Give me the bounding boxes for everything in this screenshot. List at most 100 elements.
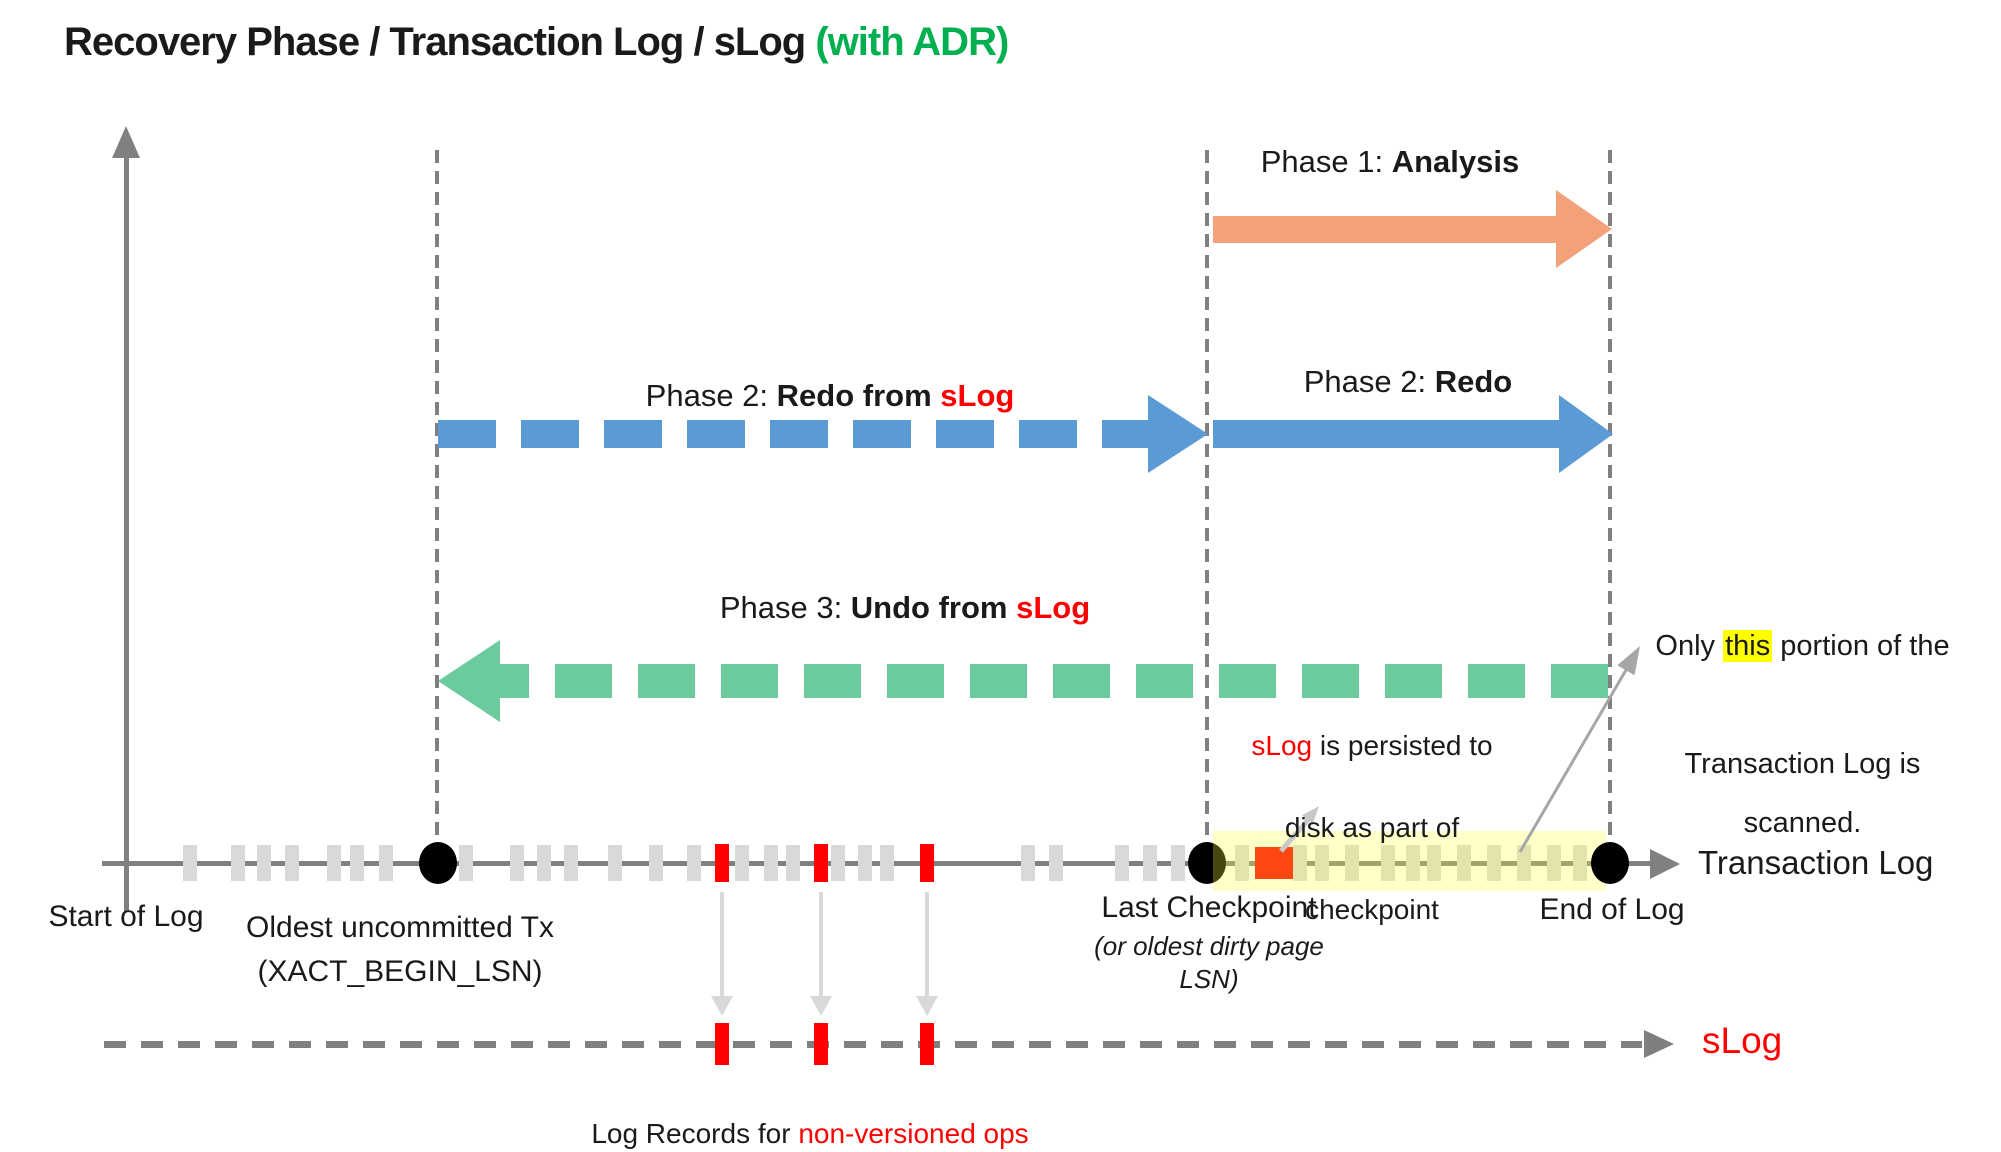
log-record-tick: [831, 845, 845, 881]
transaction-log-axis-line: [102, 861, 1650, 866]
lsn-dot: [1188, 842, 1226, 884]
copy-arrow-head-icon: [916, 996, 938, 1016]
log-record-tick: [350, 845, 364, 881]
log-record-tick: [379, 845, 393, 881]
log-record-tick: [1573, 845, 1587, 881]
nonversioned-op-tick: [715, 844, 729, 882]
phase3-label-red: sLog: [1016, 590, 1091, 625]
oldest-tx-line1: Oldest uncommitted Tx: [246, 911, 554, 944]
log-record-tick: [1115, 845, 1129, 881]
log-record-tick: [1381, 845, 1395, 881]
oldest-tx-line2: (XACT_BEGIN_LSN): [257, 955, 543, 988]
persisted-line1-rest: is persisted to: [1312, 730, 1493, 761]
page-title-main: Recovery Phase / Transaction Log / sLog: [64, 20, 816, 64]
phase2-label-prefix: Phase 2:: [1303, 364, 1435, 399]
y-axis-line: [124, 146, 129, 912]
nonversioned-op-tick: [920, 844, 934, 882]
phase2-label-bold: Redo: [1434, 364, 1513, 399]
log-record-tick: [1345, 845, 1359, 881]
log-record-tick: [880, 845, 894, 881]
phase3-arrow-head-icon: [438, 640, 500, 722]
scanned-note: Only this portion of the Transaction Log…: [1625, 558, 1980, 912]
log-record-tick: [1143, 845, 1157, 881]
phase1-label-bold: Analysis: [1391, 144, 1520, 179]
lsn-dot: [1591, 842, 1629, 884]
log-record-tick: [764, 845, 778, 881]
phase2-label: Phase 2: Redo: [1208, 364, 1608, 400]
scanned-post: portion of the: [1772, 630, 1950, 662]
log-record-tick: [510, 845, 524, 881]
copy-arrow-line: [925, 892, 929, 998]
scanned-pre: Only: [1655, 630, 1724, 662]
log-record-tick: [1021, 845, 1035, 881]
persisted-slog-word: sLog: [1251, 730, 1313, 761]
log-record-tick: [327, 845, 341, 881]
log-record-tick: [786, 845, 800, 881]
copied-line1: Log Records for non-versioned ops: [560, 1111, 1060, 1152]
copied-line1-red: non-versioned ops: [798, 1118, 1029, 1149]
log-record-tick: [1457, 845, 1471, 881]
phase2-slog-label-red: sLog: [940, 378, 1015, 413]
log-record-tick: [1315, 845, 1329, 881]
phase2-arrow-body: [1213, 420, 1559, 448]
log-record-tick: [231, 845, 245, 881]
copy-arrow-line: [720, 892, 724, 998]
scanned-line2: Transaction Log is scanned.: [1684, 748, 1921, 839]
persisted-line2: disk as part of: [1284, 812, 1460, 843]
end-of-log-dashed-line: [1608, 150, 1612, 845]
phase2-slog-label-bold: Redo from: [776, 378, 941, 413]
log-record-tick: [537, 845, 551, 881]
log-record-tick: [608, 845, 622, 881]
last-checkpoint-label: Last Checkpoint: [1101, 891, 1317, 924]
phase2-slog-label: Phase 2: Redo from sLog: [530, 378, 1130, 414]
log-record-tick: [649, 845, 663, 881]
end-of-log-label: End of Log: [1539, 893, 1685, 926]
phase1-arrow-head-icon: [1556, 190, 1612, 268]
slog-record-tick: [920, 1023, 934, 1065]
log-record-tick: [1406, 845, 1420, 881]
copy-arrow-head-icon: [711, 996, 733, 1016]
phase3-label: Phase 3: Undo from sLog: [605, 590, 1205, 626]
log-record-tick: [1547, 845, 1561, 881]
log-record-tick: [183, 845, 197, 881]
nonversioned-op-tick: [814, 844, 828, 882]
slog-dashed-line: [104, 1041, 1642, 1048]
lsn-dot: [419, 842, 457, 884]
transaction-log-arrowhead-icon: [1650, 849, 1680, 879]
copied-note: Log Records for non-versioned ops are co…: [560, 1066, 1060, 1152]
log-record-tick: [1049, 845, 1063, 881]
copy-arrow-head-icon: [810, 996, 832, 1016]
oldest-tx-label: Oldest uncommitted Tx (XACT_BEGIN_LSN): [230, 906, 570, 994]
phase2-slog-arrow-head-icon: [1148, 395, 1208, 473]
y-axis-arrowhead-icon: [112, 126, 140, 158]
persisted-line3: checkpoint: [1305, 894, 1439, 925]
log-record-tick: [1235, 845, 1249, 881]
phase1-arrow-body: [1213, 216, 1556, 243]
oldest-tx-dashed-line: [435, 150, 439, 845]
phase3-arrow-body: [500, 664, 1608, 698]
copy-arrow-line: [819, 892, 823, 998]
phase2-arrow-head-icon: [1559, 395, 1613, 473]
log-record-tick: [564, 845, 578, 881]
phase1-label-prefix: Phase 1:: [1260, 144, 1392, 179]
log-record-tick: [257, 845, 271, 881]
log-record-tick: [1517, 845, 1531, 881]
log-record-tick: [1487, 845, 1501, 881]
checkpoint-dashed-line: [1205, 150, 1209, 845]
log-record-tick: [687, 845, 701, 881]
phase2-slog-arrow-body: [438, 420, 1148, 448]
phase3-label-bold: Undo from: [850, 590, 1017, 625]
log-record-tick: [1293, 845, 1307, 881]
phase3-label-prefix: Phase 3:: [719, 590, 851, 625]
slog-record-tick: [814, 1023, 828, 1065]
transaction-log-label: Transaction Log: [1698, 844, 1934, 881]
persisted-line1: sLog is persisted to: [1222, 725, 1522, 766]
log-record-tick: [285, 845, 299, 881]
last-checkpoint-sub2: LSN): [1179, 964, 1239, 994]
log-record-tick: [459, 845, 473, 881]
log-record-tick: [1427, 845, 1441, 881]
slog-axis-label: sLog: [1702, 1020, 1783, 1061]
last-checkpoint-sub1: (or oldest dirty page: [1094, 931, 1324, 961]
copied-line1-black: Log Records for: [591, 1118, 799, 1149]
